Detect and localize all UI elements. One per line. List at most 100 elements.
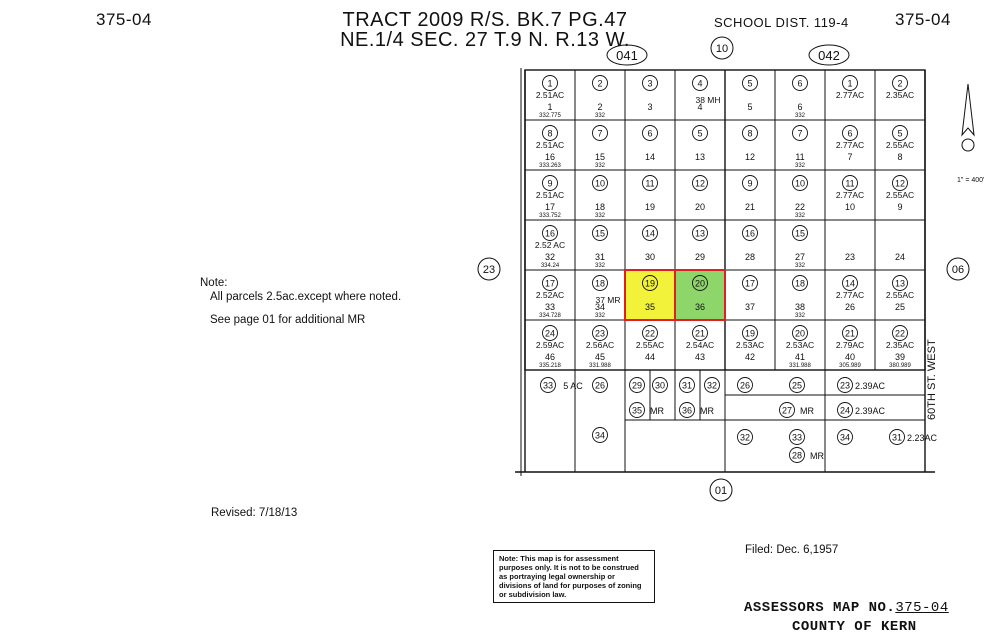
parcel-number: 19 xyxy=(745,329,755,339)
parcel-number: 13 xyxy=(695,229,705,239)
parcel-dimension: 332 xyxy=(795,213,806,219)
lot-number: 3 xyxy=(647,102,652,112)
parcel-circle xyxy=(542,175,558,191)
note-line-2: See page 01 for additional MR xyxy=(210,314,366,326)
lot-number: 21 xyxy=(745,202,755,212)
parcel-circle xyxy=(842,75,858,91)
parcel-extra: MR xyxy=(650,406,664,416)
parcel-number: 32 xyxy=(707,381,717,391)
note-line-1: All parcels 2.5ac.except where noted. xyxy=(210,291,402,303)
parcel-number: 26 xyxy=(740,381,750,391)
lot-number: 25 xyxy=(895,302,905,312)
lot-number: 18 xyxy=(595,202,605,212)
parcel-dimension: 332 xyxy=(795,263,806,269)
parcel-number: 13 xyxy=(895,279,905,289)
lot-number: 37 xyxy=(745,302,755,312)
parcel-acres: 2.55AC xyxy=(886,190,914,200)
parcel-acres: 2.55AC xyxy=(886,290,914,300)
parcel-acres: 2.52 AC xyxy=(535,240,565,250)
lot-number: 11 xyxy=(795,152,804,162)
parcel-number: 5 xyxy=(697,129,702,139)
parcel-number: 7 xyxy=(597,129,602,139)
parcel-number: 17 xyxy=(545,279,555,289)
parcel-dimension: 334.728 xyxy=(539,313,561,319)
map-ref-bottom: 01 xyxy=(715,485,727,497)
parcel-number: 11 xyxy=(845,179,854,189)
street-name: 60TH ST. WEST xyxy=(926,339,938,420)
scale-label: 1" = 400' xyxy=(957,177,984,184)
parcel-circle xyxy=(592,427,608,443)
parcel-number: 11 xyxy=(645,179,654,189)
parcel-number: 22 xyxy=(895,329,905,339)
parcel-number: 21 xyxy=(845,329,855,339)
parcel-circle xyxy=(892,175,908,191)
parcel-acres: 2.51AC xyxy=(536,90,564,100)
parcel-circle xyxy=(842,175,858,191)
parcel-number: 23 xyxy=(840,381,850,391)
parcel-circle xyxy=(789,377,805,393)
parcel-number: 15 xyxy=(595,229,605,239)
parcel-circle xyxy=(789,447,805,463)
parcel-extra: MR xyxy=(800,406,814,416)
map-ref-right: 06 xyxy=(952,264,964,276)
parcel-acres: 2.55AC xyxy=(636,340,664,350)
lot-number: 32 xyxy=(545,252,555,262)
parcel-circle xyxy=(742,75,758,91)
parcel-acres: 2.51AC xyxy=(536,140,564,150)
lot-number: 45 xyxy=(595,352,605,362)
parcel-circle xyxy=(892,125,908,141)
parcel-circle xyxy=(892,325,908,341)
parcel-number: 6 xyxy=(647,129,652,139)
parcel-dimension: 335.218 xyxy=(539,363,561,369)
lot-number: 36 xyxy=(695,302,705,312)
parcel-number: 19 xyxy=(645,279,655,289)
parcel-circle xyxy=(542,325,558,341)
parcel-number: 5 xyxy=(897,129,902,139)
tract-title: TRACT 2009 R/S. BK.7 PG.47 xyxy=(342,9,628,31)
parcel-circle xyxy=(742,125,758,141)
section-title: NE.1/4 SEC. 27 T.9 N. R.13 W. xyxy=(340,29,630,51)
parcel-number: 12 xyxy=(695,179,705,189)
parcel-number: 28 xyxy=(792,451,802,461)
parcel-extra: MR xyxy=(810,451,824,461)
parcel-circle xyxy=(679,402,695,418)
lot-number: 26 xyxy=(845,302,855,312)
parcel-circle xyxy=(592,325,608,341)
parcel-circle xyxy=(592,275,608,291)
lot-number: 14 xyxy=(645,152,655,162)
parcel-dimension: 333.752 xyxy=(539,213,561,219)
parcel-number: 2 xyxy=(897,79,902,89)
parcel-dimension: 334.24 xyxy=(541,263,560,269)
parcel-circle xyxy=(679,377,695,393)
parcel-dimension: 332 xyxy=(595,263,606,269)
lot-number: 23 xyxy=(845,252,855,262)
parcel-circle xyxy=(789,429,805,445)
parcel-number: 20 xyxy=(795,329,805,339)
parcel-19-highlight xyxy=(625,270,675,320)
parcel-acres: 2.23AC xyxy=(907,433,938,443)
parcel-number: 8 xyxy=(547,129,552,139)
lot-number: 34 xyxy=(595,302,605,312)
parcel-number: 22 xyxy=(645,329,655,339)
parcel-number: 18 xyxy=(595,279,605,289)
north-arrow-icon xyxy=(961,83,975,152)
parcel-acres: 2.77AC xyxy=(836,90,864,100)
parcel-circle xyxy=(792,325,808,341)
parcel-number: 16 xyxy=(745,229,755,239)
county-label: COUNTY OF KERN xyxy=(792,619,917,635)
map-ref-left: 23 xyxy=(483,264,495,276)
parcel-circle xyxy=(792,125,808,141)
revised-date: Revised: 7/18/13 xyxy=(211,507,298,519)
parcel-acres: 2.77AC xyxy=(836,290,864,300)
parcel-acres: 2.77AC xyxy=(836,190,864,200)
parcel-dimension: 332 xyxy=(595,163,606,169)
parcel-acres: 2.51AC xyxy=(536,190,564,200)
disclaimer-box: Note: This map is for assessment purpose… xyxy=(493,550,655,603)
map-ref-top-left: 041 xyxy=(616,48,638,63)
parcel-number: 6 xyxy=(847,129,852,139)
parcel-circle xyxy=(692,175,708,191)
parcel-acres: 2.52AC xyxy=(536,290,564,300)
parcel-number: 5 xyxy=(747,79,752,89)
lot-number: 24 xyxy=(895,252,905,262)
